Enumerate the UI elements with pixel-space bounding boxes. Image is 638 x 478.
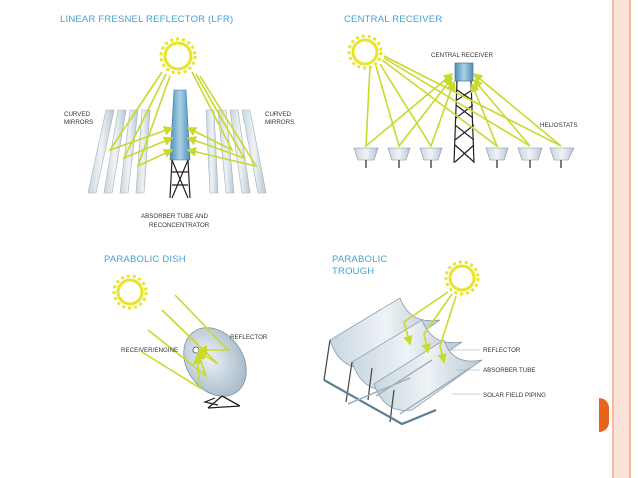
- lfr-diagram: LINEAR FRESNEL REFLECTOR (LFR): [60, 14, 294, 229]
- parabolic-dish-diagram: PARABOLIC DISH REFLECTOR RECEIVER/ENGINE: [104, 254, 268, 409]
- parabolic-trough-diagram: PARABOLIC TROUGH: [323, 254, 546, 426]
- sun-icon: [347, 34, 383, 70]
- trough-piping-label: SOLAR FIELD PIPING: [483, 392, 546, 399]
- sun-icon: [112, 274, 148, 310]
- lfr-right-label-2: MIRRORS: [265, 119, 294, 126]
- central-rays: [365, 55, 562, 149]
- trough-title-1: PARABOLIC: [332, 254, 387, 265]
- lfr-left-label-2: MIRRORS: [64, 119, 93, 126]
- trough-reflector-label: REFLECTOR: [483, 347, 521, 354]
- trough-piping: [323, 359, 471, 426]
- trough-absorber-label: ABSORBER TUBE: [483, 367, 536, 374]
- frame-line-right: [629, 0, 631, 478]
- trough-collectors: [323, 297, 483, 423]
- sun-icon: [444, 260, 480, 296]
- lfr-bottom-label-1: ABSORBER TUBE AND: [141, 213, 208, 220]
- trough-rays: [403, 291, 457, 364]
- trough-leader-lines: [450, 349, 480, 395]
- lfr-title: LINEAR FRESNEL REFLECTOR (LFR): [60, 14, 233, 25]
- lfr-bottom-label-2: RECONCENTRATOR: [149, 222, 210, 229]
- sun-icon: [159, 37, 197, 75]
- lfr-right-label-1: CURVED: [265, 111, 292, 118]
- frame-line-left: [612, 0, 614, 478]
- slide-side-band: [614, 0, 630, 478]
- lfr-right-mirrors: [205, 109, 267, 194]
- lfr-left-label-1: CURVED: [64, 111, 91, 118]
- heliostats-label: HELIOSTATS: [540, 122, 578, 129]
- dish-title: PARABOLIC DISH: [104, 254, 186, 265]
- dish-rays: [141, 294, 230, 390]
- central-receiver-diagram: CENTRAL RECEIVER: [344, 14, 578, 168]
- central-receiver-label: CENTRAL RECEIVER: [431, 52, 494, 59]
- lfr-rays: [107, 71, 258, 168]
- central-tower: [453, 62, 475, 164]
- heliostats: [353, 147, 575, 168]
- accent-tab: [599, 398, 609, 432]
- dish-receiver-label: RECEIVER/ENGINE: [121, 347, 178, 354]
- trough-title-2: TROUGH: [332, 266, 374, 277]
- lfr-absorber-tower: [169, 89, 191, 199]
- central-title: CENTRAL RECEIVER: [344, 14, 442, 25]
- dish-reflector-label: REFLECTOR: [230, 334, 268, 341]
